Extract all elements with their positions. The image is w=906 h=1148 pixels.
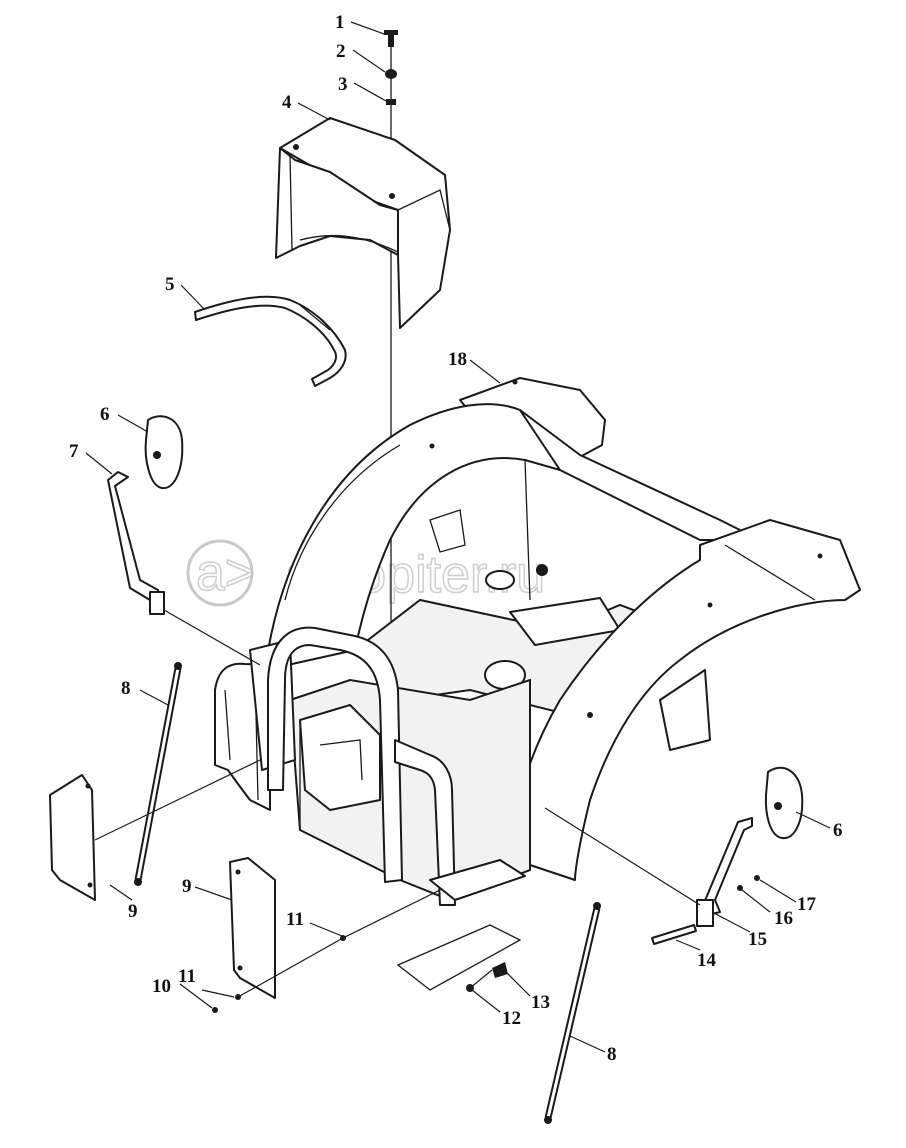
callout-label-10: 10 (152, 976, 171, 997)
callout-label-8-left: 8 (121, 678, 131, 699)
washer-16-icon (737, 885, 743, 891)
small-hardware (212, 875, 760, 1013)
callout-label-8-right: 8 (607, 1044, 617, 1065)
mud-flap-left-part (49, 759, 261, 901)
callout-label-5: 5 (165, 274, 175, 295)
callout-label-6-left: 6 (100, 404, 110, 425)
callout-leaders (85, 21, 831, 1053)
mirror-right-part (764, 766, 804, 840)
callout-label-14: 14 (697, 950, 717, 971)
washer-17-icon (754, 875, 760, 881)
callout-label-13: 13 (531, 992, 550, 1013)
mud-flap-right-part (229, 857, 276, 999)
screw-10-icon (212, 1007, 218, 1013)
cab-frame-part (264, 403, 861, 902)
callout-label-17: 17 (797, 894, 817, 915)
callout-label-15: 15 (748, 929, 767, 950)
callout-label-4: 4 (282, 92, 292, 113)
callout-label-16: 16 (774, 908, 793, 929)
nut-icon (386, 99, 396, 105)
callout-label-11-lower: 11 (178, 966, 196, 987)
callout-label-9-left: 9 (128, 901, 138, 922)
hood-cover-part (275, 117, 451, 329)
bottom-plate-part (396, 859, 526, 991)
bolt-14-icon (651, 924, 697, 945)
svg-text:a>: a> (196, 544, 255, 602)
washer-icon (385, 69, 397, 79)
callout-label-3: 3 (338, 74, 348, 95)
watermark-logo-icon (186, 539, 254, 607)
strut-right-part (544, 902, 601, 1124)
callout-label-7: 7 (69, 441, 79, 462)
callout-label-18: 18 (448, 349, 467, 370)
callout-labels: 1 2 3 4 5 6 6 7 8 8 9 9 10 11 11 12 13 1… (69, 12, 843, 1065)
handle-bar-part (194, 295, 347, 387)
callout-label-9-right: 9 (182, 876, 192, 897)
callout-label-2: 2 (336, 41, 346, 62)
callout-label-6-right: 6 (833, 820, 843, 841)
bolt-shank-icon (388, 35, 394, 47)
callout-label-12: 12 (502, 1008, 521, 1029)
strut-left-part (134, 662, 182, 886)
bolt-head-icon (384, 30, 398, 35)
nut-13-icon (492, 962, 508, 978)
center-rops-frame (267, 626, 456, 906)
mirror-arm-right-part (544, 807, 753, 927)
callout-label-1: 1 (335, 12, 345, 33)
mirror-left-part (144, 415, 184, 490)
mirror-arm-left-part (107, 471, 261, 666)
callout-label-11-upper: 11 (286, 909, 304, 930)
